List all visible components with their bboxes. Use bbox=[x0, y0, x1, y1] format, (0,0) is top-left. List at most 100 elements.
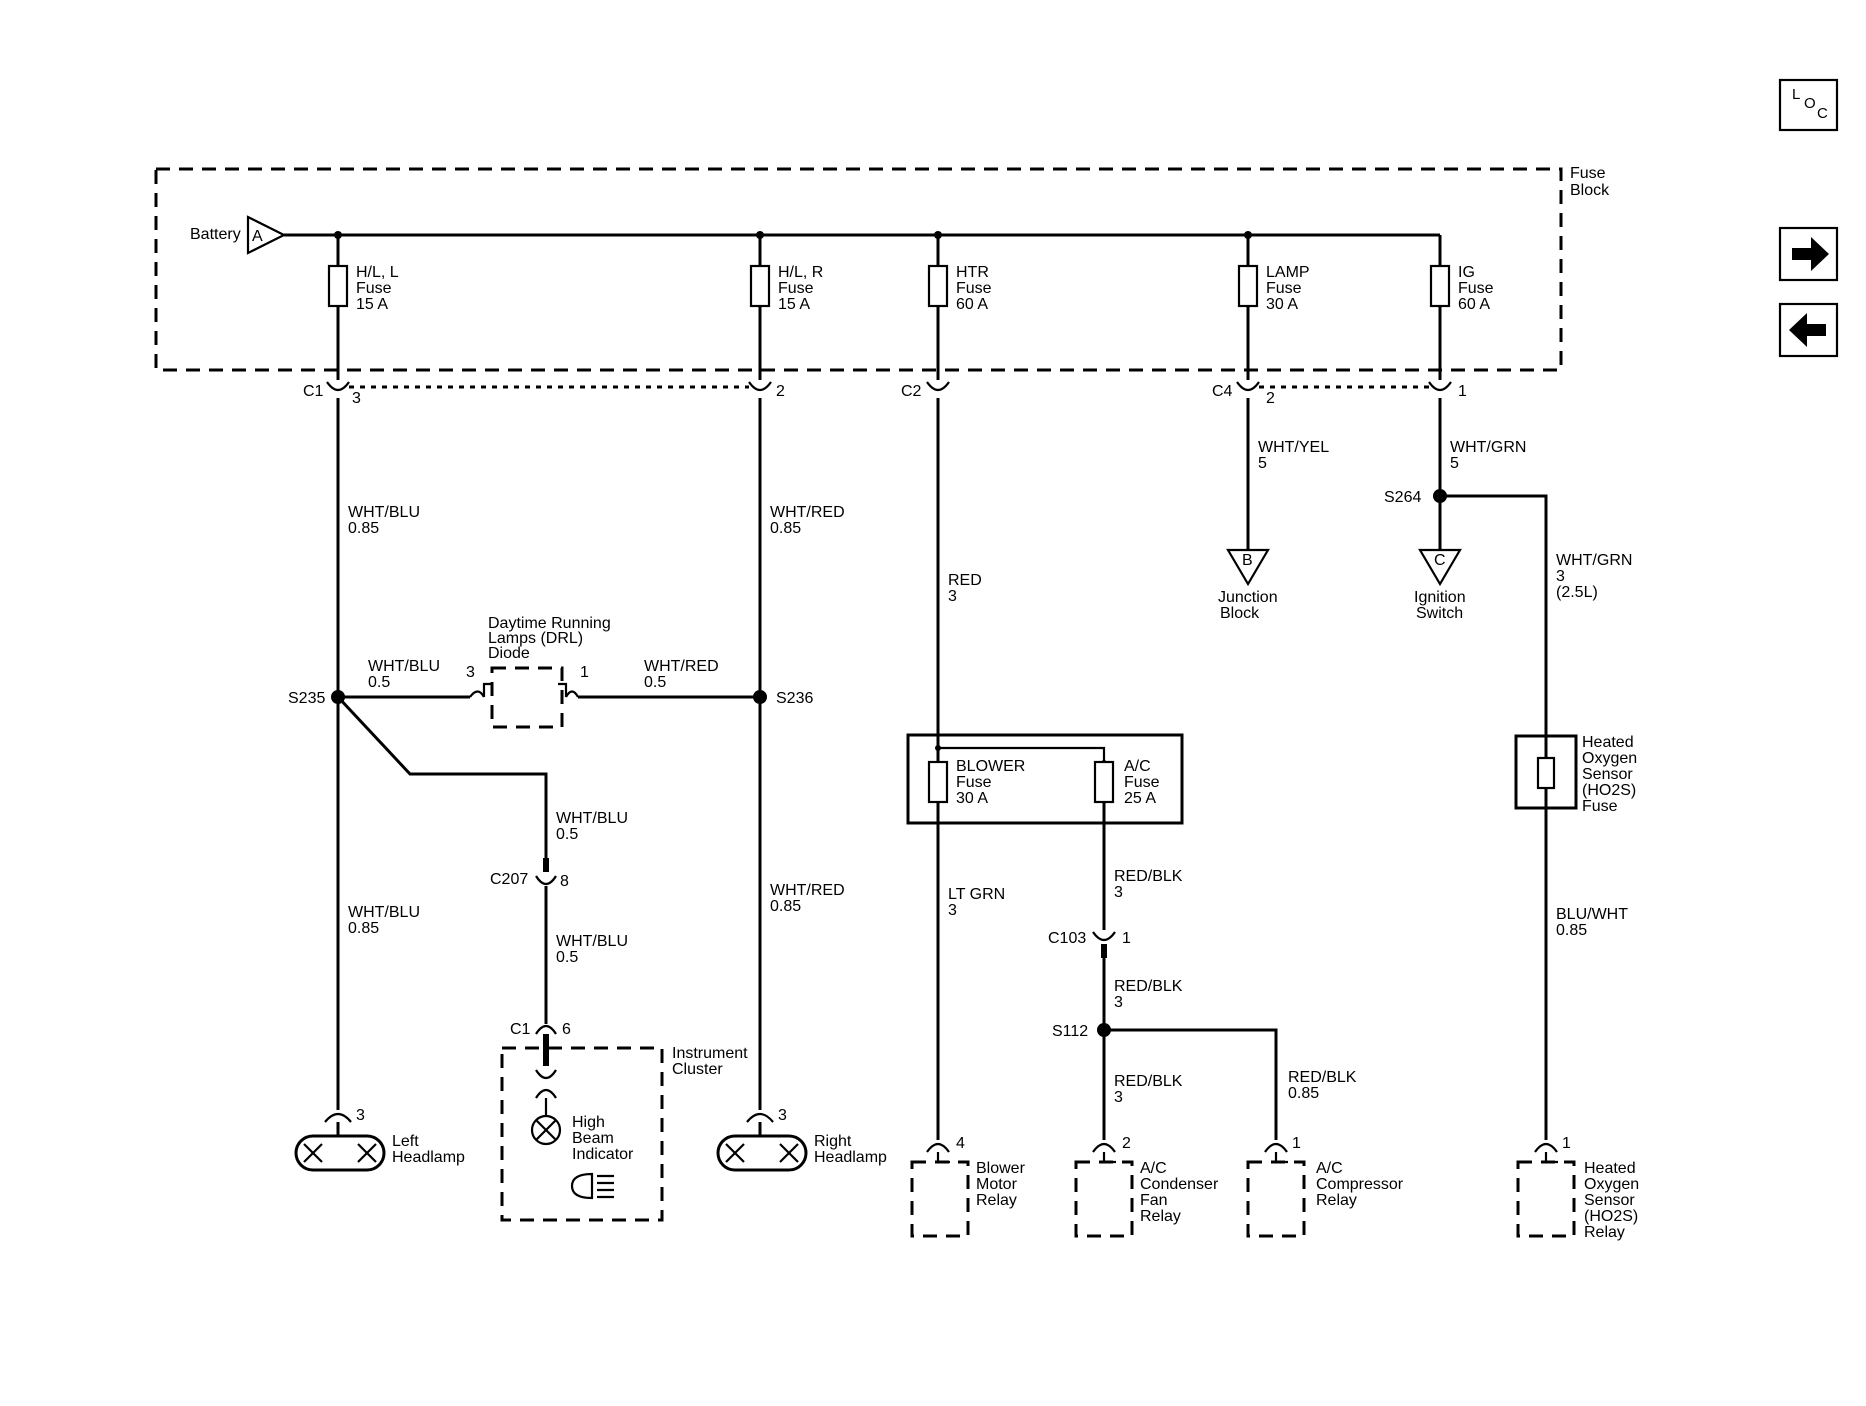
battery-label: Battery bbox=[190, 226, 241, 243]
fuses-ig-0-text: IG bbox=[1458, 264, 1475, 281]
wires-wht-red-085-a-0-text: WHT/RED bbox=[770, 504, 845, 521]
wires-wht-blu-05-c-0-text: WHT/BLU bbox=[556, 933, 628, 950]
loc-button[interactable]: L O C bbox=[1778, 78, 1839, 132]
connector-c1: C1 3 2 bbox=[303, 381, 785, 407]
components-compressor-relay-0-text: A/C bbox=[1316, 1160, 1343, 1177]
components-condenser-relay-3-text: Relay bbox=[1140, 1208, 1181, 1225]
wires-wht-red-085-b-1-text: 0.85 bbox=[770, 898, 801, 915]
wire-label-red-blk-3-c: RED/BLK 3 bbox=[1114, 1073, 1183, 1106]
wires-wht-red-05-0-text: WHT/RED bbox=[644, 658, 719, 675]
prev-page-button[interactable] bbox=[1778, 302, 1839, 358]
wires-wht-red-085-b-0-text: WHT/RED bbox=[770, 882, 845, 899]
fuses-hl-r-0-text: H/L, R bbox=[778, 264, 823, 281]
fuses-ho2s-0-text: Heated bbox=[1582, 734, 1634, 751]
wires-red-3-1-text: 3 bbox=[948, 588, 957, 605]
connectors-c4-pin2-text: 1 bbox=[1458, 383, 1467, 400]
fuse-hl-l: H/L, L Fuse 15 A bbox=[327, 235, 399, 380]
fuses-hl-l-1-text: Fuse bbox=[356, 280, 392, 297]
connector-c1-instrument: C1 6 bbox=[510, 1021, 571, 1038]
fuses-lamp-2-text: 30 A bbox=[1266, 296, 1298, 313]
connectors-c4-pin-text: 2 bbox=[1266, 390, 1275, 407]
wires-blu-wht-085-1-text: 0.85 bbox=[1556, 922, 1587, 939]
wires-lt-grn-3-0-text: LT GRN bbox=[948, 886, 1005, 903]
components-instrument-cluster-1-text: Cluster bbox=[672, 1061, 723, 1078]
instrument-cluster: Instrument Cluster High Beam Indicator bbox=[500, 1034, 748, 1222]
wires-wht-grn-3-1-text: 3 bbox=[1556, 568, 1565, 585]
connector-c4: C4 2 1 bbox=[1212, 381, 1467, 407]
components-instrument-cluster-0-text: Instrument bbox=[672, 1045, 748, 1062]
components-blower-relay-0-text: Blower bbox=[976, 1160, 1026, 1177]
components-high-beam-2-text: Indicator bbox=[572, 1146, 634, 1163]
wires-red-blk-3-c-1-text: 3 bbox=[1114, 1089, 1123, 1106]
fuses-hl-l-2-text: 15 A bbox=[356, 296, 388, 313]
next-page-button[interactable] bbox=[1778, 226, 1839, 282]
fuses-htr-1-text: Fuse bbox=[956, 280, 992, 297]
fuses-ac-1-text: Fuse bbox=[1124, 774, 1160, 791]
wires-red-blk-3-a-1-text: 3 bbox=[1114, 884, 1123, 901]
connectors-diode-pin1-text: 1 bbox=[580, 664, 589, 681]
wires-wht-yel-5-0-text: WHT/YEL bbox=[1258, 439, 1329, 456]
wire-label-wht-grn-3: WHT/GRN 3 (2.5L) bbox=[1556, 552, 1632, 601]
wires-wht-blu-05-b-1-text: 0.5 bbox=[556, 826, 578, 843]
connectors-c103-pin-text: 1 bbox=[1122, 930, 1131, 947]
ac-condenser-fan-relay: A/C Condenser Fan Relay bbox=[1074, 1152, 1219, 1238]
connectors-c4-text: C4 bbox=[1212, 383, 1233, 400]
connectors-c103-text: C103 bbox=[1048, 930, 1086, 947]
components-right-headlamp-0-text: Right bbox=[814, 1133, 852, 1150]
fuses-htr-0-text: HTR bbox=[956, 264, 989, 281]
components-high-beam-1-text: Beam bbox=[572, 1130, 614, 1147]
fuse-block-label-2-text: Block bbox=[1570, 182, 1610, 199]
headlamp-high-beam-icon bbox=[570, 1172, 614, 1200]
fuses-ac-0-text: A/C bbox=[1124, 758, 1151, 775]
components-drl-diode-2-text: Diode bbox=[488, 645, 530, 662]
components-condenser-relay-2-text: Fan bbox=[1140, 1192, 1168, 1209]
wires-wht-blu-05-c-1-text: 0.5 bbox=[556, 949, 578, 966]
ho2s-relay: Heated Oxygen Sensor (HO2S) Relay bbox=[1516, 1152, 1639, 1241]
wire-label-blu-wht-085: BLU/WHT 0.85 bbox=[1556, 906, 1628, 939]
connectors-c1-ic-pin-text: 6 bbox=[562, 1021, 571, 1038]
wires-red-3-0-text: RED bbox=[948, 572, 982, 589]
fuses-ig-1-text: Fuse bbox=[1458, 280, 1494, 297]
wires-red-blk-3-a-0-text: RED/BLK bbox=[1114, 868, 1183, 885]
ac-compressor-relay: A/C Compressor Relay bbox=[1246, 1152, 1404, 1238]
components-ignition-conn-text: C bbox=[1434, 552, 1446, 569]
components-drl-diode-1-text: Lamps (DRL) bbox=[488, 630, 583, 647]
arrow-right-icon bbox=[1792, 237, 1829, 271]
wires-wht-blu-085-b-0-text: WHT/BLU bbox=[348, 904, 420, 921]
fuses-blower-1-text: Fuse bbox=[956, 774, 992, 791]
wires-blu-wht-085-0-text: BLU/WHT bbox=[1556, 906, 1628, 923]
components-ignition-switch-1-text: Switch bbox=[1416, 605, 1463, 622]
wire-label-wht-blu-05-b: WHT/BLU 0.5 bbox=[556, 810, 628, 843]
connectors-c207-text: C207 bbox=[490, 871, 528, 888]
fuse-lamp: LAMP Fuse 30 A bbox=[1237, 235, 1310, 380]
wire-label-red-blk-085: RED/BLK 0.85 bbox=[1288, 1069, 1357, 1102]
connectors-ho2s-pin-text: 1 bbox=[1562, 1135, 1571, 1152]
connectors-lh-pin-text: 3 bbox=[356, 1107, 365, 1124]
wire-label-wht-grn-5: WHT/GRN 5 bbox=[1450, 439, 1526, 472]
components-ho2s-relay-1-text: Oxygen bbox=[1584, 1176, 1639, 1193]
fuse-ig: IG Fuse 60 A bbox=[1429, 235, 1494, 380]
fuse-hl-r: H/L, R Fuse 15 A bbox=[749, 235, 823, 380]
connectors-c1-ic-text: C1 bbox=[510, 1021, 531, 1038]
arrow-left-icon bbox=[1789, 313, 1826, 347]
splices-s235-text: S235 bbox=[288, 690, 325, 707]
wires-wht-blu-085-a-0-text: WHT/BLU bbox=[348, 504, 420, 521]
splices-s112-text: S112 bbox=[1052, 1023, 1088, 1040]
wires-wht-red-05-1-text: 0.5 bbox=[644, 674, 666, 691]
fuse-block-outline bbox=[154, 167, 1563, 372]
connectors-c2-text: C2 bbox=[901, 383, 922, 400]
nav-loc-c-text: C bbox=[1817, 105, 1828, 122]
components-compressor-relay-2-text: Relay bbox=[1316, 1192, 1357, 1209]
wires-wht-grn-3-2-text: (2.5L) bbox=[1556, 584, 1598, 601]
fuses-ig-2-text: 60 A bbox=[1458, 296, 1490, 313]
connectors-c1-pin2-text: 2 bbox=[776, 383, 785, 400]
components-junction-block-0-text: Junction bbox=[1218, 589, 1278, 606]
connector-c103: C103 1 bbox=[1048, 930, 1131, 958]
fuse-ho2s: Heated Oxygen Sensor (HO2S) Fuse bbox=[1514, 734, 1637, 815]
fuse-block-battery-conn-text: A bbox=[252, 228, 263, 245]
blower-motor-relay: Blower Motor Relay bbox=[910, 1152, 1026, 1238]
wires-red-blk-3-c-0-text: RED/BLK bbox=[1114, 1073, 1183, 1090]
wires-wht-blu-085-b-1-text: 0.85 bbox=[348, 920, 379, 937]
nav-loc-o-text: O bbox=[1804, 95, 1816, 112]
nav-loc-l-text: L bbox=[1792, 86, 1800, 103]
